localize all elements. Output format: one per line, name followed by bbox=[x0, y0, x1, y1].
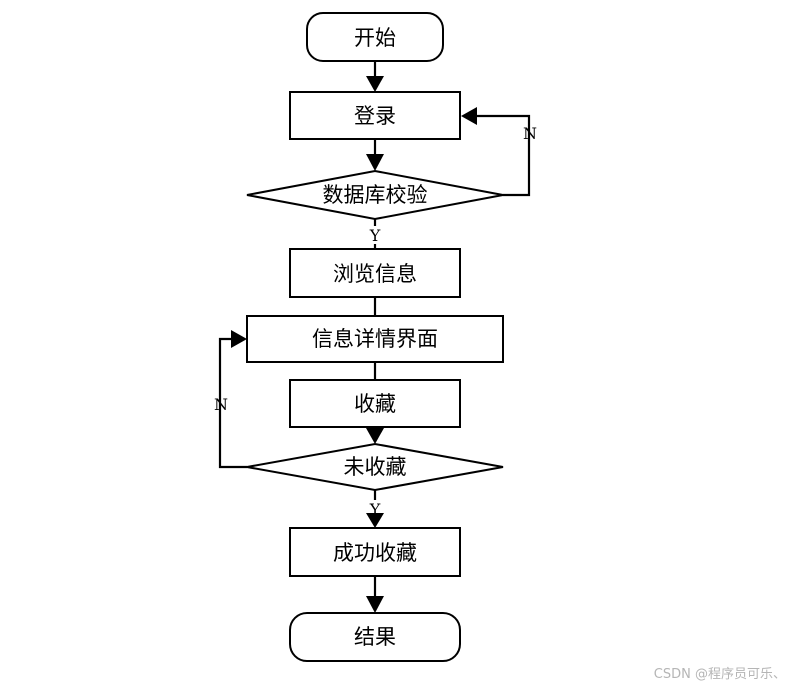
arrowhead-start-login bbox=[366, 76, 384, 92]
arrowhead-favorite-no-loop bbox=[231, 330, 247, 348]
start-label: 开始 bbox=[354, 26, 396, 50]
check-no-label: N bbox=[523, 124, 537, 143]
yes-label-bg-1 bbox=[364, 226, 386, 244]
not-favorited-decision bbox=[246, 442, 504, 492]
end-terminator bbox=[289, 612, 461, 662]
end-label: 结果 bbox=[354, 625, 396, 649]
browse-label: 浏览信息 bbox=[333, 262, 417, 286]
arrowhead-favorite-check bbox=[366, 428, 384, 444]
check-yes-label: Y bbox=[369, 226, 381, 245]
favorite-label: 收藏 bbox=[354, 392, 396, 416]
success-process bbox=[289, 527, 461, 577]
connector-favorite-no-loop bbox=[218, 337, 247, 469]
login-label: 登录 bbox=[354, 104, 396, 128]
arrowhead-success-end bbox=[366, 596, 384, 613]
arrowhead-login-check bbox=[366, 154, 384, 171]
success-label: 成功收藏 bbox=[333, 541, 417, 565]
arrowhead-check-no-loop bbox=[461, 107, 477, 125]
login-process bbox=[289, 91, 461, 140]
arrowhead-favorite-yes bbox=[366, 513, 384, 528]
browse-process bbox=[289, 248, 461, 298]
not-favorited-label: 未收藏 bbox=[344, 455, 407, 479]
db-check-label: 数据库校验 bbox=[323, 183, 428, 207]
connector-check-no-loop bbox=[476, 114, 531, 197]
detail-label: 信息详情界面 bbox=[312, 327, 438, 351]
favorite-process bbox=[289, 379, 461, 428]
favorite-no-label: N bbox=[214, 395, 228, 414]
watermark: CSDN @程序员可乐、 bbox=[654, 667, 786, 682]
